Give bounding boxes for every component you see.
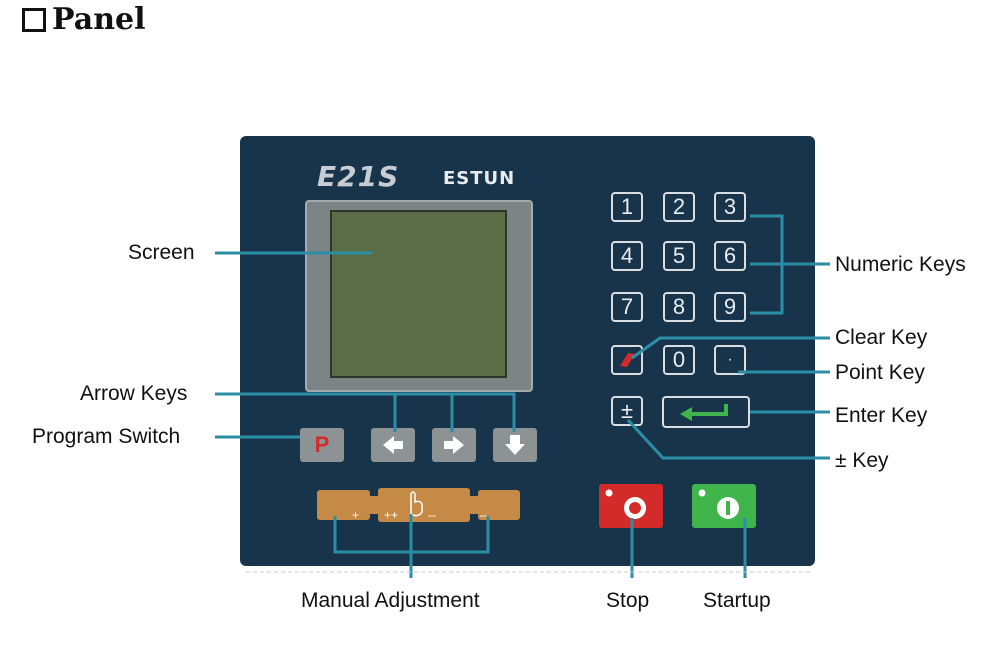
label-enter-key: Enter Key: [835, 404, 928, 427]
brand-name: ESTUN: [443, 168, 516, 189]
clear-key[interactable]: [611, 345, 643, 375]
label-clear-key: Clear Key: [835, 326, 928, 349]
label-numeric-keys: Numeric Keys: [835, 253, 966, 276]
lcd-screen: [330, 210, 507, 378]
label-screen: Screen: [128, 241, 195, 264]
heading-text: Panel: [52, 2, 146, 37]
key-8[interactable]: 8: [663, 292, 695, 322]
enter-arrow-icon: [680, 404, 728, 421]
arrow-left-key[interactable]: [371, 428, 415, 462]
label-program-switch: Program Switch: [32, 425, 181, 448]
key-6[interactable]: 6: [714, 241, 746, 271]
plus-minus-key[interactable]: ±: [611, 396, 643, 426]
key-7[interactable]: 7: [611, 292, 643, 322]
arrow-down-icon: [505, 435, 525, 455]
arrow-right-key[interactable]: [432, 428, 476, 462]
key-5[interactable]: 5: [663, 241, 695, 271]
enter-key[interactable]: [662, 396, 750, 428]
key-1[interactable]: 1: [611, 192, 643, 222]
checkbox-square-icon: [22, 7, 46, 32]
stop-icon: [605, 489, 646, 519]
key-4[interactable]: 4: [611, 241, 643, 271]
label-manual-adjustment: Manual Adjustment: [301, 589, 480, 612]
section-heading: Panel: [22, 2, 146, 37]
model-name: E21S: [317, 160, 400, 193]
label-plus-minus-key: ± Key: [835, 449, 889, 472]
label-point-key: Point Key: [835, 361, 925, 384]
startup-button[interactable]: [692, 484, 756, 528]
key-2[interactable]: 2: [663, 192, 695, 222]
label-startup: Startup: [703, 589, 771, 612]
key-3[interactable]: 3: [714, 192, 746, 222]
label-stop: Stop: [606, 589, 650, 612]
manual-plus-mark: +: [352, 508, 360, 522]
key-0[interactable]: 0: [663, 345, 695, 375]
program-key-letter: P: [314, 432, 330, 457]
program-switch-key[interactable]: P: [300, 428, 344, 462]
point-key[interactable]: ·: [714, 345, 746, 375]
arrow-down-key[interactable]: [493, 428, 537, 462]
arrow-left-icon: [383, 436, 403, 454]
stop-button[interactable]: [599, 484, 663, 528]
label-arrow-keys: Arrow Keys: [80, 382, 188, 405]
manual-minus-mark: –: [480, 508, 487, 522]
arrow-right-icon: [444, 436, 464, 454]
key-9[interactable]: 9: [714, 292, 746, 322]
manual-adjustment-keys[interactable]: [317, 488, 520, 522]
clear-icon: [620, 353, 635, 367]
manual-minusminus-mark: --: [428, 508, 436, 522]
startup-icon: [698, 489, 739, 519]
